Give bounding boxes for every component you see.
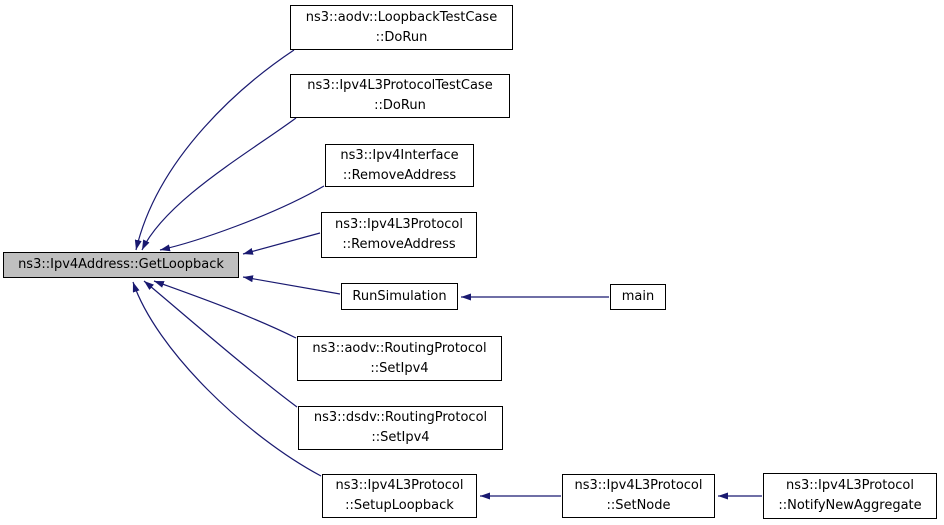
edge-aodv-dorun-to-getloopback [134, 49, 295, 251]
node-ipv4l3-protocol-notify-new-aggregate[interactable]: ns3::Ipv4L3Protocol ::NotifyNewAggregate [763, 473, 937, 519]
edge-dsdv-setipv4-to-getloopback [143, 280, 298, 408]
edge-l3-removeaddress-to-getloopback [242, 232, 321, 255]
node-ipv4l3-protocol-testcase-dorun[interactable]: ns3::Ipv4L3ProtocolTestCase ::DoRun [290, 74, 510, 118]
edge-runsimulation-to-getloopback [242, 275, 341, 295]
node-ipv4-interface-remove-address[interactable]: ns3::Ipv4Interface ::RemoveAddress [325, 144, 474, 187]
edge-if-removeaddress-to-getloopback [159, 185, 325, 252]
edge-setuploopback-to-getloopback [132, 281, 322, 477]
node-aodv-routing-protocol-set-ipv4[interactable]: ns3::aodv::RoutingProtocol ::SetIpv4 [297, 336, 502, 381]
node-ipv4l3-protocol-setup-loopback[interactable]: ns3::Ipv4L3Protocol ::SetupLoopback [322, 474, 477, 518]
node-ipv4l3-protocol-set-node[interactable]: ns3::Ipv4L3Protocol ::SetNode [562, 474, 715, 518]
node-main[interactable]: main [610, 284, 666, 310]
node-dsdv-routing-protocol-set-ipv4[interactable]: ns3::dsdv::RoutingProtocol ::SetIpv4 [298, 406, 503, 450]
edge-ipv4l3tc-dorun-to-getloopback [141, 117, 297, 251]
node-ipv4l3-protocol-remove-address[interactable]: ns3::Ipv4L3Protocol ::RemoveAddress [321, 212, 477, 258]
node-get-loopback: ns3::Ipv4Address::GetLoopback [3, 252, 239, 278]
node-run-simulation[interactable]: RunSimulation [341, 283, 458, 310]
node-aodv-loopback-testcase-dorun[interactable]: ns3::aodv::LoopbackTestCase ::DoRun [290, 5, 513, 50]
edge-aodv-setipv4-to-getloopback [153, 280, 297, 339]
